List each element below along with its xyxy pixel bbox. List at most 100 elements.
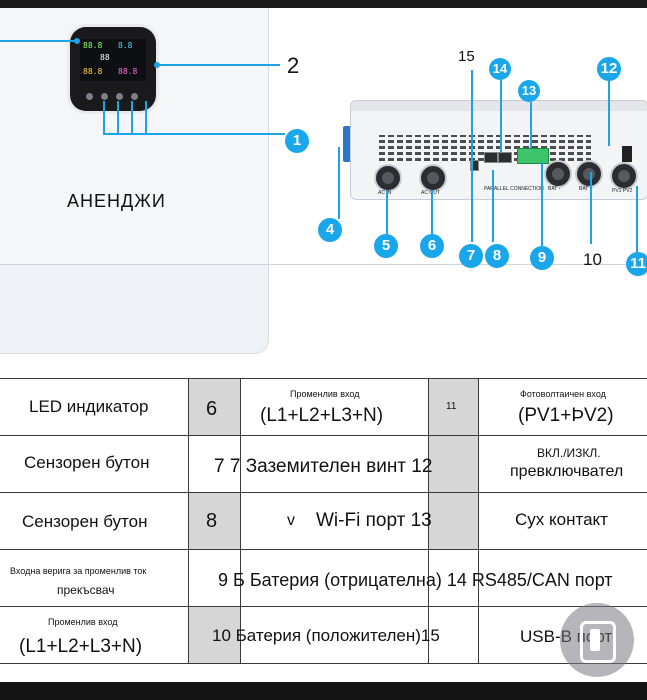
table-cell: Wi-Fi порт 13 (316, 510, 432, 531)
table-cell-small: Променлив вход (290, 389, 360, 399)
callout-line (431, 190, 433, 236)
table-cell: прекъсвач (57, 583, 115, 597)
panel-seam (0, 264, 647, 265)
callout-line (541, 162, 543, 246)
lcd-value: 88.8 (118, 67, 138, 76)
callout-line (636, 186, 638, 252)
cable-gland-ac-out (419, 164, 447, 192)
callout-line (103, 101, 105, 135)
table-border (0, 378, 647, 379)
table-cell: 6 (206, 398, 218, 420)
lcd-value: 88.8 (83, 41, 103, 50)
cell-shade (188, 493, 240, 549)
badge-8: 8 (485, 244, 509, 268)
table-cell: (L1+L2+L3+N) (19, 636, 143, 657)
callout-dot (74, 38, 80, 44)
table-divider (428, 378, 429, 664)
table-cell: 11 (446, 401, 457, 412)
badge-11: 11 (626, 252, 647, 276)
recent-apps-icon[interactable] (560, 603, 634, 677)
touch-button-dot (86, 93, 93, 100)
table-divider (478, 378, 479, 664)
usb-port (470, 160, 479, 171)
port-label: BAT - (548, 186, 561, 192)
badge-1: 1 (285, 129, 309, 153)
callout-line (500, 80, 502, 152)
table-divider (240, 378, 241, 664)
port-label: BAT + (579, 186, 593, 192)
callout-line (608, 80, 610, 146)
cable-gland-ac-in (374, 164, 402, 192)
table-cell: 8 (206, 510, 218, 532)
touch-button-dot (101, 93, 108, 100)
table-cell: LED индикатор (29, 397, 149, 416)
table-border (0, 549, 647, 550)
rs485-port (484, 152, 498, 163)
table-cell: (PV1+ÞV2) (518, 405, 614, 426)
table-border (0, 606, 647, 607)
port-label: AC OUT (421, 190, 440, 196)
cable-gland-bat-neg (544, 160, 572, 188)
cable-gland-pv (610, 162, 638, 190)
touch-button-dot (131, 93, 138, 100)
badge-9: 9 (530, 246, 554, 270)
table-cell: Сензорен бутон (24, 453, 150, 472)
callout-line (386, 190, 388, 236)
table-cell: 10 Батерия (положителен)15 (212, 626, 440, 645)
inverter-front-lower (0, 265, 268, 353)
callout-line (338, 147, 340, 219)
cell-shade (428, 493, 478, 549)
badge-12: 12 (597, 57, 621, 81)
label-2: 2 (287, 53, 300, 78)
table-border (0, 435, 647, 436)
touch-button-dot (116, 93, 123, 100)
port-label: PV1 PV2 (612, 188, 633, 194)
brand-logo-text: АНЕНДЖИ (67, 191, 166, 211)
table-cell-small: Променлив вход (48, 617, 118, 627)
cell-shade (188, 607, 240, 663)
table-cell-small: ВКЛ./ИЗКЛ. (537, 446, 601, 460)
callout-line (145, 101, 147, 135)
table-cell: Сензорен бутон (22, 512, 148, 531)
table-cell-small: Входна верига за променлив ток (10, 566, 147, 576)
table-cell: 9 Б Батерия (отрицателна) 14 RS485/CAN п… (218, 570, 613, 590)
cell-shade (188, 379, 240, 435)
status-bar (0, 0, 647, 8)
table-cell: v (287, 512, 295, 529)
callout-line (590, 172, 592, 244)
table-divider (188, 378, 189, 664)
lcd-value: 8.8 (118, 41, 133, 50)
callout-line (103, 133, 285, 135)
badge-14: 14 (489, 58, 511, 80)
callout-line (492, 170, 494, 242)
badge-4: 4 (318, 218, 342, 242)
callout-line (471, 70, 473, 242)
lcd-display: 88.8 8.8 88 88.8 88.8 (70, 27, 156, 111)
cable-gland-bat-pos (575, 160, 603, 188)
label-10: 10 (583, 250, 602, 269)
recent-apps-bar (590, 629, 600, 651)
callout-line (131, 101, 133, 135)
callout-line (156, 64, 280, 66)
table-cell: Сух контакт (515, 510, 608, 529)
badge-5: 5 (374, 234, 398, 258)
lcd-value: 88.8 (83, 67, 103, 76)
wifi-port (498, 152, 512, 163)
cell-shade (428, 436, 478, 492)
callout-line (530, 102, 532, 148)
port-label: PARALLEL CONNECTION (484, 186, 544, 192)
inverter-edge (351, 101, 647, 111)
power-switch (622, 146, 632, 162)
table-border (0, 492, 647, 493)
cell-shade (428, 379, 478, 435)
label-15: 15 (458, 48, 475, 65)
navigation-bar (0, 682, 647, 700)
table-cell: 7 7 Заземителен винт 12 (214, 456, 433, 477)
lcd-value: 88 (100, 53, 110, 62)
lcd-screen: 88.8 8.8 88 88.8 88.8 (80, 39, 146, 81)
touch-buttons (84, 91, 144, 103)
table-border (0, 663, 647, 664)
badge-13: 13 (518, 80, 540, 102)
breaker-tab (343, 126, 351, 162)
table-cell: превключвател (510, 463, 624, 480)
